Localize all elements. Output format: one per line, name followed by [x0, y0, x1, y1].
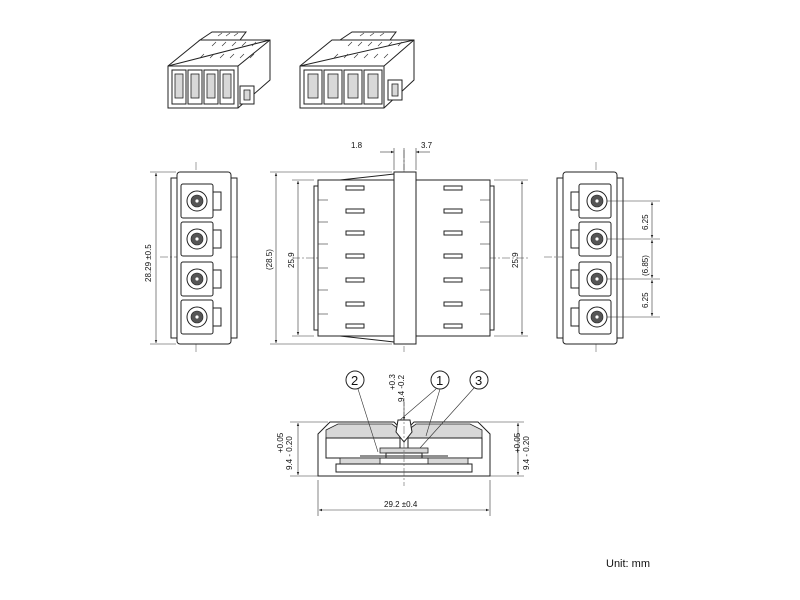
callout-circle-3 [469, 370, 489, 390]
dim-pitch-top: 6.25 [641, 214, 650, 230]
dim-bottom-right-tol-upper: +0.05 [513, 432, 522, 453]
dim-bottom-right-tol-lower: 9.4 - 0.20 [522, 436, 531, 470]
dim-bottom-left-tol-upper: +0.05 [276, 432, 285, 453]
isometric-view-right [299, 31, 415, 109]
front-view-left: 28.29 ±0.5 [144, 162, 240, 352]
dim-bottom-left-tol-lower: 9.4 - 0.20 [285, 436, 294, 470]
callout-label-3: 3 [475, 373, 482, 388]
side-view-center: 1.8 3.7 (28.5) 25.9 25.9 [265, 141, 528, 352]
isometric-view-left [167, 31, 271, 109]
dim-pitch-bottom: 6.25 [641, 292, 650, 308]
dim-side-height-left: 25.9 [287, 252, 296, 268]
section-view: +0.05 9.4 - 0.20 +0.05 9.4 - 0.20 +0.3 9… [276, 370, 531, 516]
unit-label: Unit: mm [606, 558, 650, 570]
dim-pitch-middle: (6.85) [641, 255, 650, 276]
callout-label-1: 1 [436, 373, 443, 388]
callout-label-2: 2 [351, 373, 358, 388]
dim-left-total-height: 28.29 ±0.5 [144, 244, 153, 282]
callout-circle-2 [345, 370, 365, 390]
dim-gap-left: 1.8 [351, 141, 363, 150]
dim-housing-height-ref: (28.5) [265, 249, 274, 270]
dim-gap-right: 3.7 [421, 141, 433, 150]
dim-length: 29.2 ±0.4 [384, 500, 418, 509]
dim-side-height-right: 25.9 [511, 252, 520, 268]
front-view-right: 6.25 (6.85) 6.25 [544, 162, 660, 352]
dim-top-tol-lower: 9.4 -0.2 [397, 374, 406, 402]
dim-top-tol-upper: +0.3 [388, 374, 397, 390]
